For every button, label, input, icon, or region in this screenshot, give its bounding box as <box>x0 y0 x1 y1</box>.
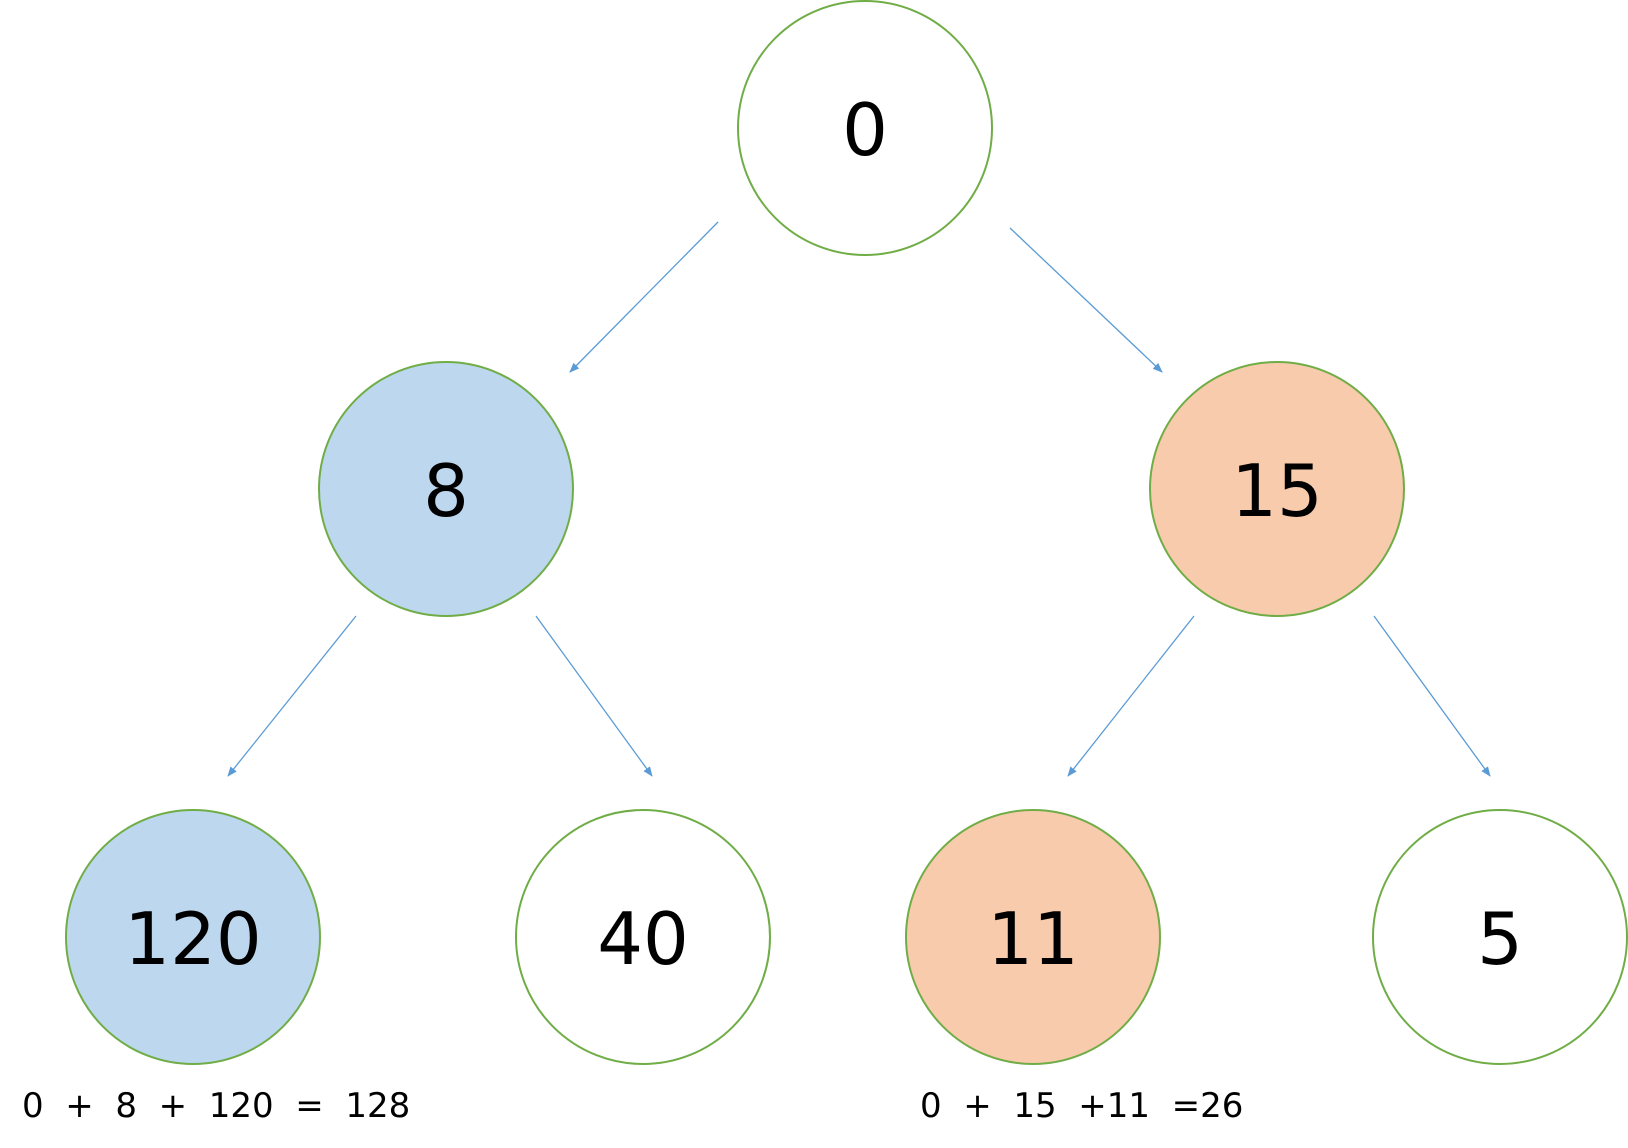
tree-node-11: 11 <box>905 809 1161 1065</box>
edge-8-to-40 <box>535 615 653 777</box>
node-circle-5 <box>1372 809 1628 1065</box>
node-circle-8 <box>318 361 574 617</box>
node-label-8: 8 <box>423 449 469 533</box>
node-circle-0 <box>737 0 993 256</box>
tree-node-8: 8 <box>318 361 574 617</box>
node-label-40: 40 <box>597 897 689 981</box>
tree-node-15: 15 <box>1149 361 1405 617</box>
edge-0-to-8 <box>569 221 719 373</box>
node-circle-15 <box>1149 361 1405 617</box>
node-circle-11 <box>905 809 1161 1065</box>
node-label-15: 15 <box>1231 449 1323 533</box>
node-label-5: 5 <box>1477 897 1523 981</box>
tree-node-40: 40 <box>515 809 771 1065</box>
path-sum-left: 0 + 8 + 120 = 128 <box>22 1086 410 1126</box>
node-label-11: 11 <box>987 897 1079 981</box>
edge-8-to-120 <box>227 615 357 777</box>
edge-0-to-15 <box>1009 227 1163 373</box>
edge-15-to-11 <box>1067 615 1195 777</box>
tree-node-root: 0 <box>737 0 993 256</box>
node-label-120: 120 <box>124 897 261 981</box>
tree-node-5: 5 <box>1372 809 1628 1065</box>
edge-15-to-5 <box>1373 615 1491 777</box>
node-circle-120 <box>65 809 321 1065</box>
path-sum-right: 0 + 15 +11 =26 <box>920 1086 1243 1126</box>
node-circle-40 <box>515 809 771 1065</box>
node-label-0: 0 <box>842 88 888 172</box>
tree-node-120: 120 <box>65 809 321 1065</box>
